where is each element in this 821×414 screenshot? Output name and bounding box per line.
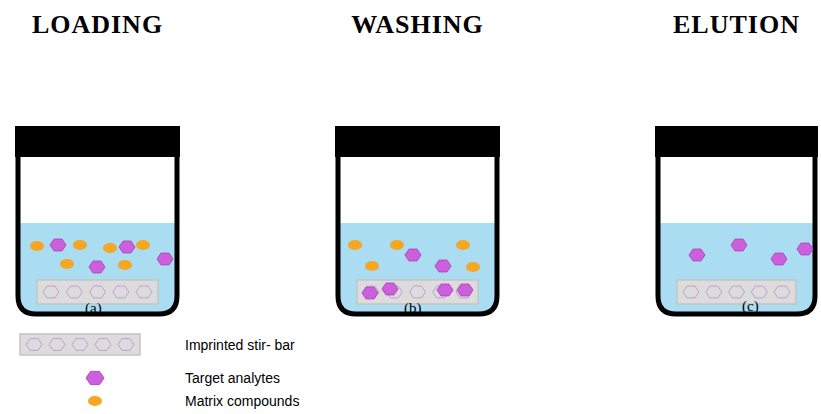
legend-text: Matrix compounds	[185, 393, 299, 409]
legend-row: Target analytes	[0, 366, 821, 390]
legend-text: Imprinted stir- bar	[185, 337, 295, 353]
beaker-drawing	[335, 68, 500, 268]
legend-row: Imprinted stir- bar	[0, 333, 821, 357]
step-title: LOADING	[15, 10, 180, 40]
beaker-drawing	[15, 68, 180, 268]
legend-row: Matrix compounds	[0, 389, 821, 413]
beaker: WASHING	[335, 10, 500, 272]
legend-text: Target analytes	[185, 370, 280, 386]
panel-label: (b)	[404, 300, 422, 317]
beaker: ELUTION	[655, 10, 818, 272]
step-title: ELUTION	[655, 10, 818, 40]
step-title: WASHING	[335, 10, 500, 40]
panel-label: (c)	[742, 298, 759, 315]
legend-sample	[0, 366, 160, 390]
legend-sample	[0, 389, 160, 413]
legend-sample	[0, 333, 160, 357]
panel-label: (a)	[85, 300, 102, 317]
beaker-drawing	[655, 68, 818, 268]
beaker: LOADING	[15, 10, 180, 272]
